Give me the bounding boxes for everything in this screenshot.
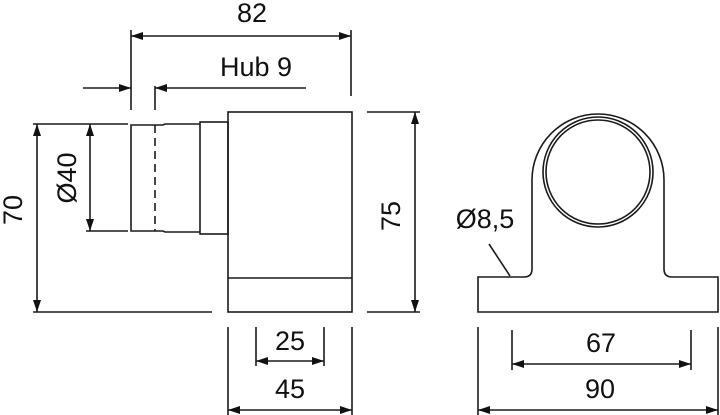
dimension-45: 45 xyxy=(227,327,353,415)
dim-82-label: 82 xyxy=(237,0,267,28)
dim-hub-label: Hub 9 xyxy=(220,52,292,82)
dimension-75: 75 xyxy=(367,111,420,313)
dim-90-label: 90 xyxy=(585,374,615,404)
dim-dia40-label: Ø40 xyxy=(52,152,82,203)
dim-70-label: 70 xyxy=(0,195,28,225)
front-view xyxy=(477,113,719,313)
dimension-70: 70 xyxy=(0,123,212,313)
dimension-hole: Ø8,5 xyxy=(456,204,515,277)
dim-67-label: 67 xyxy=(586,328,616,358)
dimension-90: 90 xyxy=(477,327,719,415)
side-view xyxy=(130,111,353,313)
dimension-67: 67 xyxy=(511,328,692,370)
dimension-82: 82 xyxy=(130,0,352,110)
dim-45-label: 45 xyxy=(275,374,305,404)
dim-75-label: 75 xyxy=(376,201,406,231)
dim-25-label: 25 xyxy=(275,326,305,356)
dimension-hub: Hub 9 xyxy=(83,52,306,110)
dimension-25: 25 xyxy=(255,326,325,366)
dimension-dia40: Ø40 xyxy=(52,124,128,232)
dim-hole-label: Ø8,5 xyxy=(456,204,515,234)
